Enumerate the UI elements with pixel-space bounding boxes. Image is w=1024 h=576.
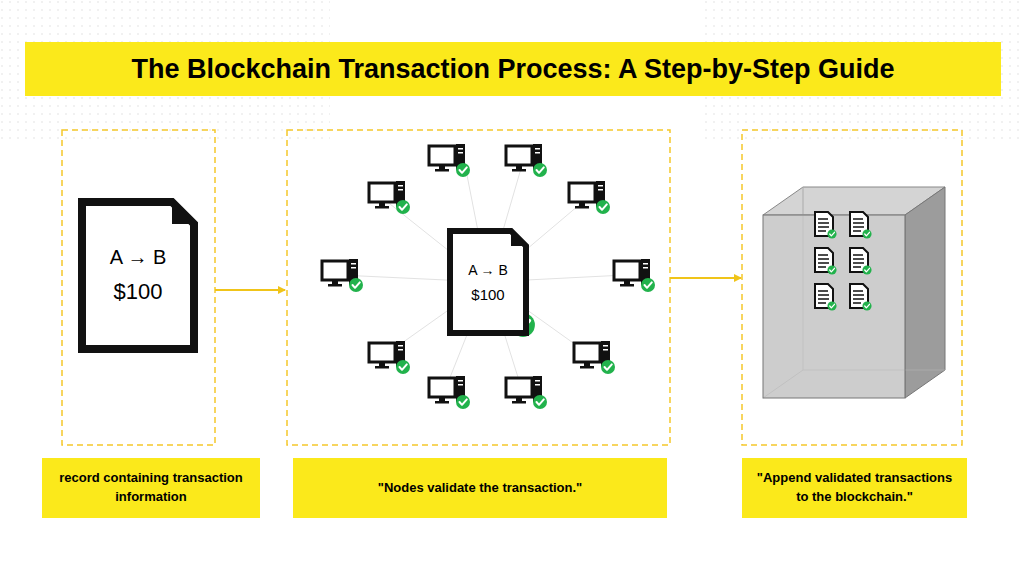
transaction-document: A → B $100	[447, 228, 529, 336]
document-text: A → B	[468, 262, 508, 278]
document-outline	[447, 228, 529, 336]
document-text: A → B	[110, 246, 167, 269]
title: The Blockchain Transaction Process: A St…	[131, 54, 894, 85]
caption-text: record containing transaction informatio…	[52, 469, 250, 507]
document-text: $100	[471, 286, 504, 303]
title-band: The Blockchain Transaction Process: A St…	[25, 42, 1001, 96]
caption-box: "Nodes validate the transaction."	[293, 458, 667, 518]
caption-box: "Append validated transactions to the bl…	[742, 458, 967, 518]
caption-text: "Append validated transactions to the bl…	[752, 469, 957, 507]
transaction-document: A → B $100	[78, 198, 198, 353]
document-outline	[78, 198, 198, 353]
caption-text: "Nodes validate the transaction."	[378, 479, 583, 498]
document-text: $100	[114, 279, 163, 305]
caption-box: record containing transaction informatio…	[42, 458, 260, 518]
